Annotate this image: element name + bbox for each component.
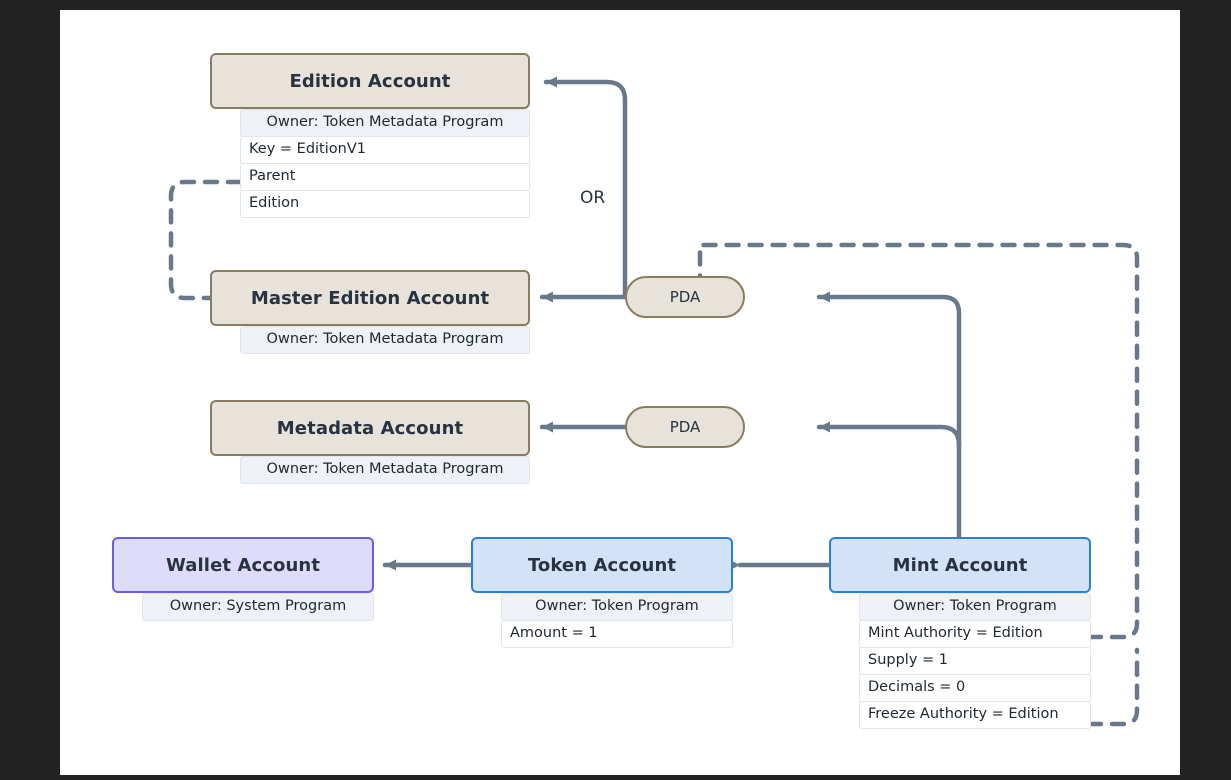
node-pda-metadata[interactable]: PDA	[625, 406, 745, 448]
attr-mint-supply: Supply = 1	[859, 647, 1091, 675]
node-wallet-account[interactable]: Wallet Account Owner: System Program	[112, 537, 374, 621]
node-mint-account[interactable]: Mint Account Owner: Token Program Mint A…	[829, 537, 1091, 729]
node-pda-edition[interactable]: PDA	[625, 276, 745, 318]
attr-token-owner: Owner: Token Program	[501, 593, 733, 621]
attr-edition-key: Key = EditionV1	[240, 136, 530, 164]
node-mint-account-attrs: Owner: Token Program Mint Authority = Ed…	[829, 593, 1091, 729]
node-master-edition-account[interactable]: Master Edition Account Owner: Token Meta…	[210, 270, 530, 354]
node-metadata-account-attrs: Owner: Token Metadata Program	[210, 456, 530, 484]
edge-freeze-authority-to-pda-edition-dashed	[1086, 647, 1140, 727]
node-mint-account-title: Mint Account	[829, 537, 1091, 593]
attr-metadata-owner: Owner: Token Metadata Program	[240, 456, 530, 484]
node-token-account-attrs: Owner: Token Program Amount = 1	[471, 593, 733, 648]
edge-mint-to-pda-metadata	[816, 421, 962, 448]
node-edition-account-attrs: Owner: Token Metadata Program Key = Edit…	[210, 109, 530, 218]
attr-edition-owner: Owner: Token Metadata Program	[240, 109, 530, 137]
node-token-account[interactable]: Token Account Owner: Token Program Amoun…	[471, 537, 733, 648]
node-wallet-account-title: Wallet Account	[112, 537, 374, 593]
diagram-canvas: curves left & down --> Master Edition Ac…	[60, 10, 1180, 775]
label-or: OR	[576, 189, 610, 208]
attr-mint-decimals: Decimals = 0	[859, 674, 1091, 702]
attr-mint-authority: Mint Authority = Edition	[859, 620, 1091, 648]
attr-master-edition-owner: Owner: Token Metadata Program	[240, 326, 530, 354]
attr-token-amount: Amount = 1	[501, 620, 733, 648]
attr-mint-freeze-authority: Freeze Authority = Edition	[859, 701, 1091, 729]
node-wallet-account-attrs: Owner: System Program	[112, 593, 374, 621]
node-token-account-title: Token Account	[471, 537, 733, 593]
node-metadata-account-title: Metadata Account	[210, 400, 530, 456]
attr-wallet-owner: Owner: System Program	[142, 593, 374, 621]
attr-edition-parent: Parent	[240, 163, 530, 191]
node-metadata-account[interactable]: Metadata Account Owner: Token Metadata P…	[210, 400, 530, 484]
edge-mint-to-pda-edition	[816, 291, 962, 543]
node-master-edition-account-title: Master Edition Account	[210, 270, 530, 326]
node-master-edition-account-attrs: Owner: Token Metadata Program	[210, 326, 530, 354]
attr-mint-owner: Owner: Token Program	[859, 593, 1091, 621]
node-edition-account[interactable]: Edition Account Owner: Token Metadata Pr…	[210, 53, 530, 218]
node-edition-account-title: Edition Account	[210, 53, 530, 109]
attr-edition-edition: Edition	[240, 190, 530, 218]
